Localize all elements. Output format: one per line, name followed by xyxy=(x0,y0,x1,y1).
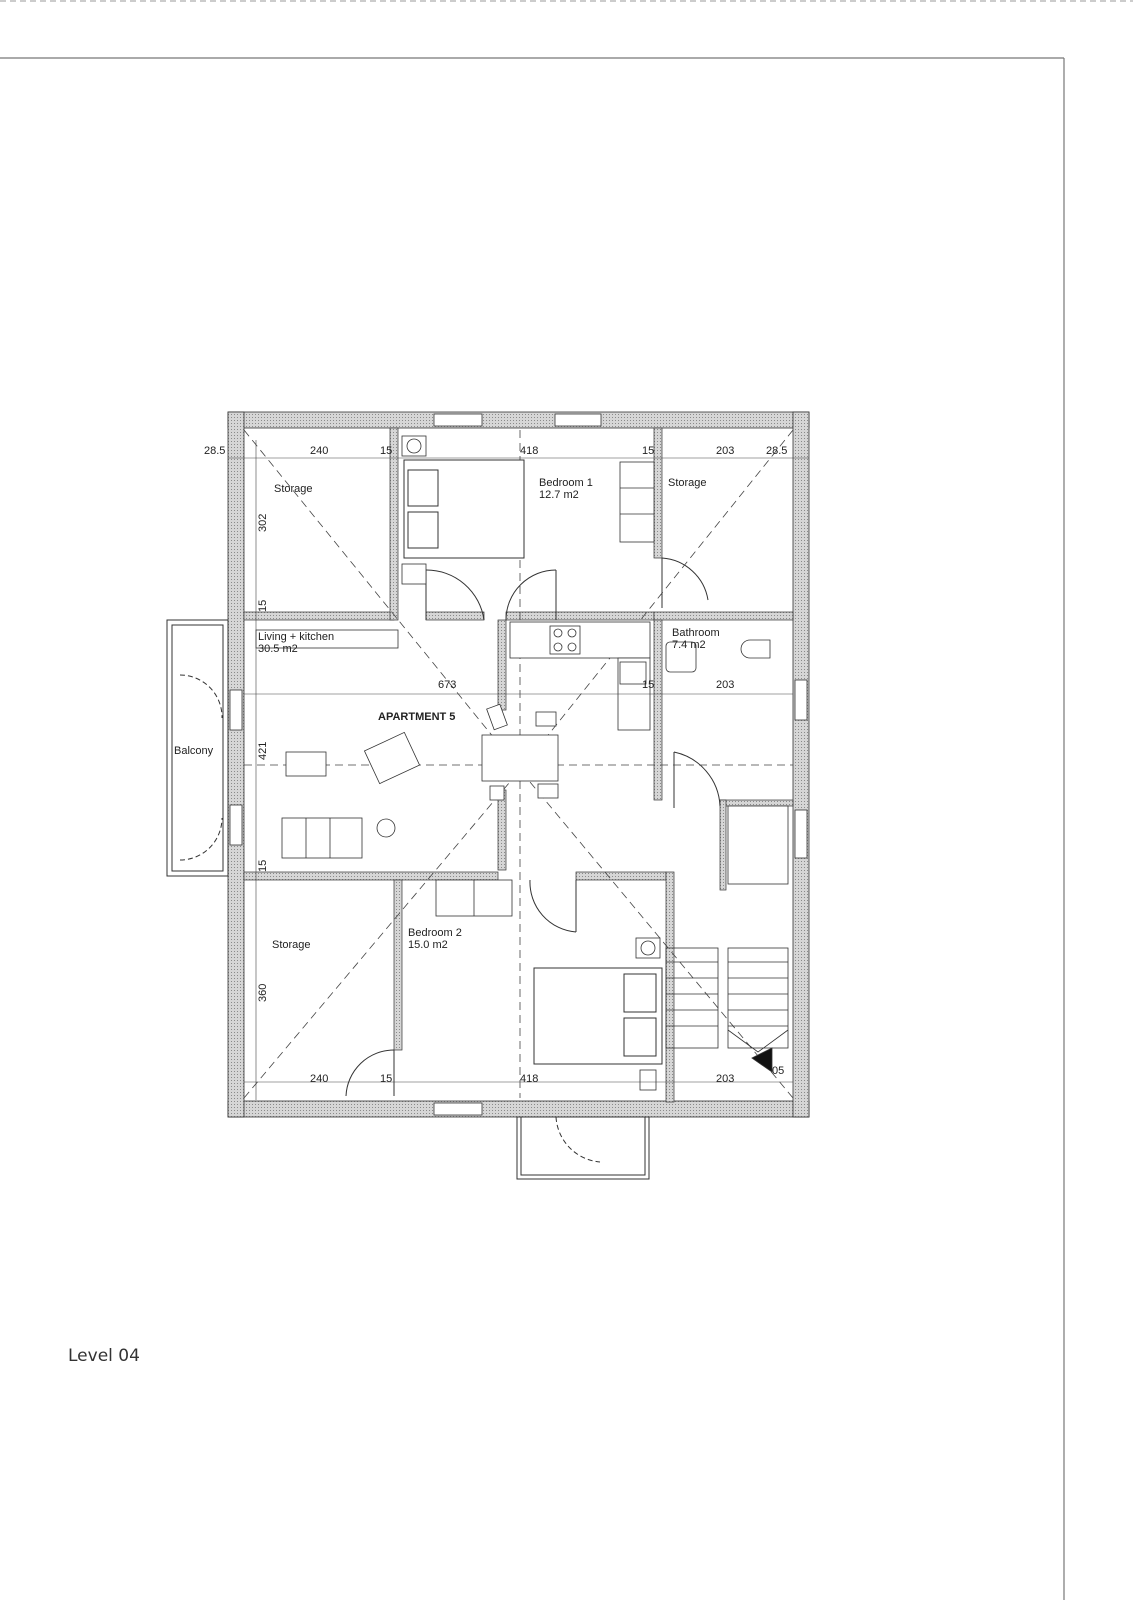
room-area-bedroom1: 12.7 m2 xyxy=(539,489,579,501)
room-label-bedroom2: Bedroom 2 xyxy=(408,927,462,939)
dim-top-15b: 15 xyxy=(642,445,654,457)
dim-mid-203: 203 xyxy=(716,679,734,691)
entry-porch xyxy=(516,1116,650,1180)
dim-stair-05: 05 xyxy=(772,1065,784,1077)
room-area-bedroom2: 15.0 m2 xyxy=(408,939,448,951)
room-label-bedroom1: Bedroom 1 xyxy=(539,477,593,489)
dim-bottom-418: 418 xyxy=(520,1073,538,1085)
room-area-living: 30.5 m2 xyxy=(258,643,298,655)
apartment-label: APARTMENT 5 xyxy=(378,711,455,723)
dim-top-15a: 15 xyxy=(380,445,392,457)
dim-mid-673: 673 xyxy=(438,679,456,691)
dim-left-360: 360 xyxy=(257,984,269,1002)
dim-mid-15: 15 xyxy=(642,679,654,691)
dim-bottom-240: 240 xyxy=(310,1073,328,1085)
bed-bedroom2 xyxy=(533,967,663,1065)
interior-walls xyxy=(243,427,794,1103)
dim-bottom-203: 203 xyxy=(716,1073,734,1085)
room-label-storage-sw: Storage xyxy=(272,939,311,951)
exterior-walls xyxy=(227,411,810,1118)
bed-bedroom1 xyxy=(403,459,525,559)
room-label-balcony: Balcony xyxy=(174,745,214,757)
dim-bottom-15: 15 xyxy=(380,1073,392,1085)
dim-top-418: 418 xyxy=(520,445,538,457)
level-label: Level 04 xyxy=(68,1346,140,1366)
dim-left-15a: 15 xyxy=(257,600,269,612)
room-label-storage-ne: Storage xyxy=(668,477,707,489)
living-furniture xyxy=(255,629,421,859)
kitchen-counter xyxy=(509,621,651,731)
windows xyxy=(229,413,808,1116)
dim-top-left-edge: 28.5 xyxy=(204,445,225,457)
bathroom-fixtures xyxy=(665,639,789,885)
dim-left-421: 421 xyxy=(257,742,269,760)
wardrobes xyxy=(401,435,661,1091)
staircase xyxy=(665,947,789,1073)
room-area-bathroom: 7.4 m2 xyxy=(672,639,706,651)
dim-left-302: 302 xyxy=(257,514,269,532)
room-label-bathroom: Bathroom xyxy=(672,627,720,639)
dim-left-15b: 15 xyxy=(257,860,269,872)
dim-top-right-edge: 28.5 xyxy=(766,445,787,457)
room-label-living: Living + kitchen xyxy=(258,631,334,643)
room-label-storage-nw: Storage xyxy=(274,483,313,495)
dimension-lines xyxy=(228,440,809,1100)
balcony-outline xyxy=(166,619,229,877)
dim-top-203: 203 xyxy=(716,445,734,457)
dining-table xyxy=(481,703,559,801)
dim-top-240: 240 xyxy=(310,445,328,457)
